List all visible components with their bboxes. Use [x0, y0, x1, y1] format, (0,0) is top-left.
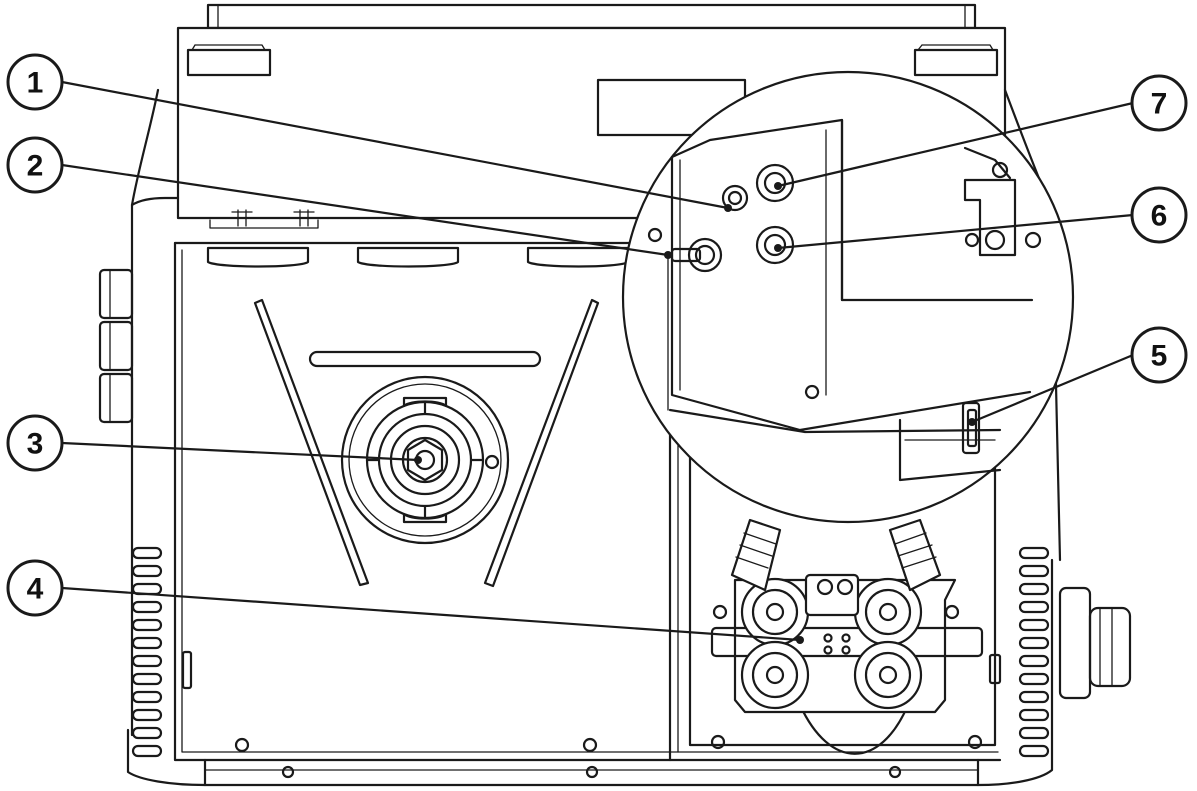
leader-5	[971, 353, 1134, 424]
spool-bay	[253, 298, 600, 588]
leader-2	[61, 163, 669, 257]
wire-feeder	[688, 428, 1002, 755]
callout-leaders	[61, 80, 1134, 644]
leader-3	[61, 441, 419, 462]
callout-3-label: 3	[27, 428, 44, 461]
callout-4-label: 4	[27, 573, 44, 606]
callout-6-label: 6	[1151, 200, 1168, 233]
callout-4: 4	[6, 559, 64, 617]
callout-5: 5	[1130, 326, 1188, 384]
leader-6	[777, 213, 1134, 250]
left-vent-grille	[131, 546, 193, 758]
callout-1-label: 1	[27, 67, 44, 100]
detail-zoom-circle	[621, 70, 1075, 524]
callout-2-label: 2	[27, 150, 44, 183]
callout-5-label: 5	[1151, 340, 1168, 373]
leader-4	[61, 586, 801, 642]
callout-3: 3	[6, 414, 64, 472]
right-vent-grille	[1018, 546, 1132, 758]
callout-6: 6	[1130, 186, 1188, 244]
callout-7: 7	[1130, 74, 1188, 132]
leader-7	[777, 101, 1134, 188]
left-cable-glands	[98, 268, 134, 424]
callout-1: 1	[6, 53, 64, 111]
bottom-screws	[234, 737, 902, 779]
leader-1	[61, 80, 729, 210]
callout-2: 2	[6, 136, 64, 194]
callout-7-label: 7	[1151, 88, 1168, 121]
